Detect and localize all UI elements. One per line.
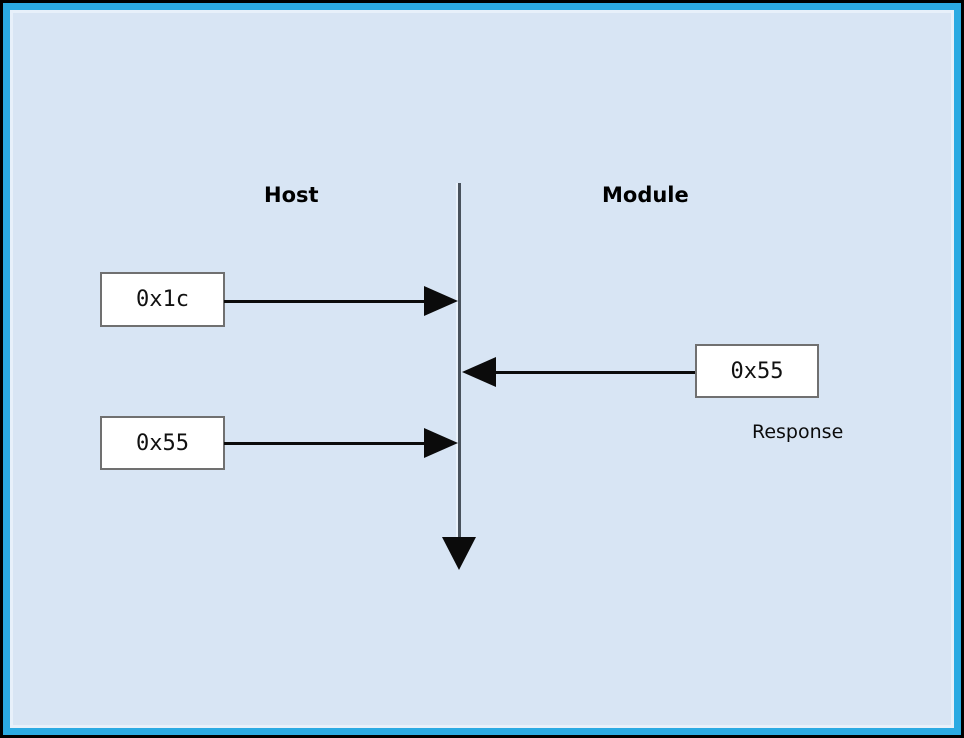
response-label: Response <box>752 421 844 443</box>
message-box-0x1c: 0x1c <box>100 272 225 327</box>
message-value: 0x1c <box>136 287 189 312</box>
arrow-shaft-module-to-host <box>494 371 695 374</box>
module-column-label: Module <box>602 183 689 207</box>
arrow-right-icon <box>424 286 458 316</box>
arrow-shaft-host-to-module-1 <box>224 300 425 303</box>
arrow-left-icon <box>462 357 496 387</box>
message-box-0x55-response: 0x55 <box>695 344 819 398</box>
message-box-0x55: 0x55 <box>100 416 225 470</box>
arrow-right-icon <box>424 428 458 458</box>
arrow-shaft-host-to-module-2 <box>224 442 425 445</box>
message-value: 0x55 <box>730 358 784 384</box>
message-value: 0x55 <box>136 430 189 456</box>
host-column-label: Host <box>264 183 319 207</box>
timeline-down-arrow-icon <box>442 537 476 570</box>
timeline-line <box>458 183 461 538</box>
